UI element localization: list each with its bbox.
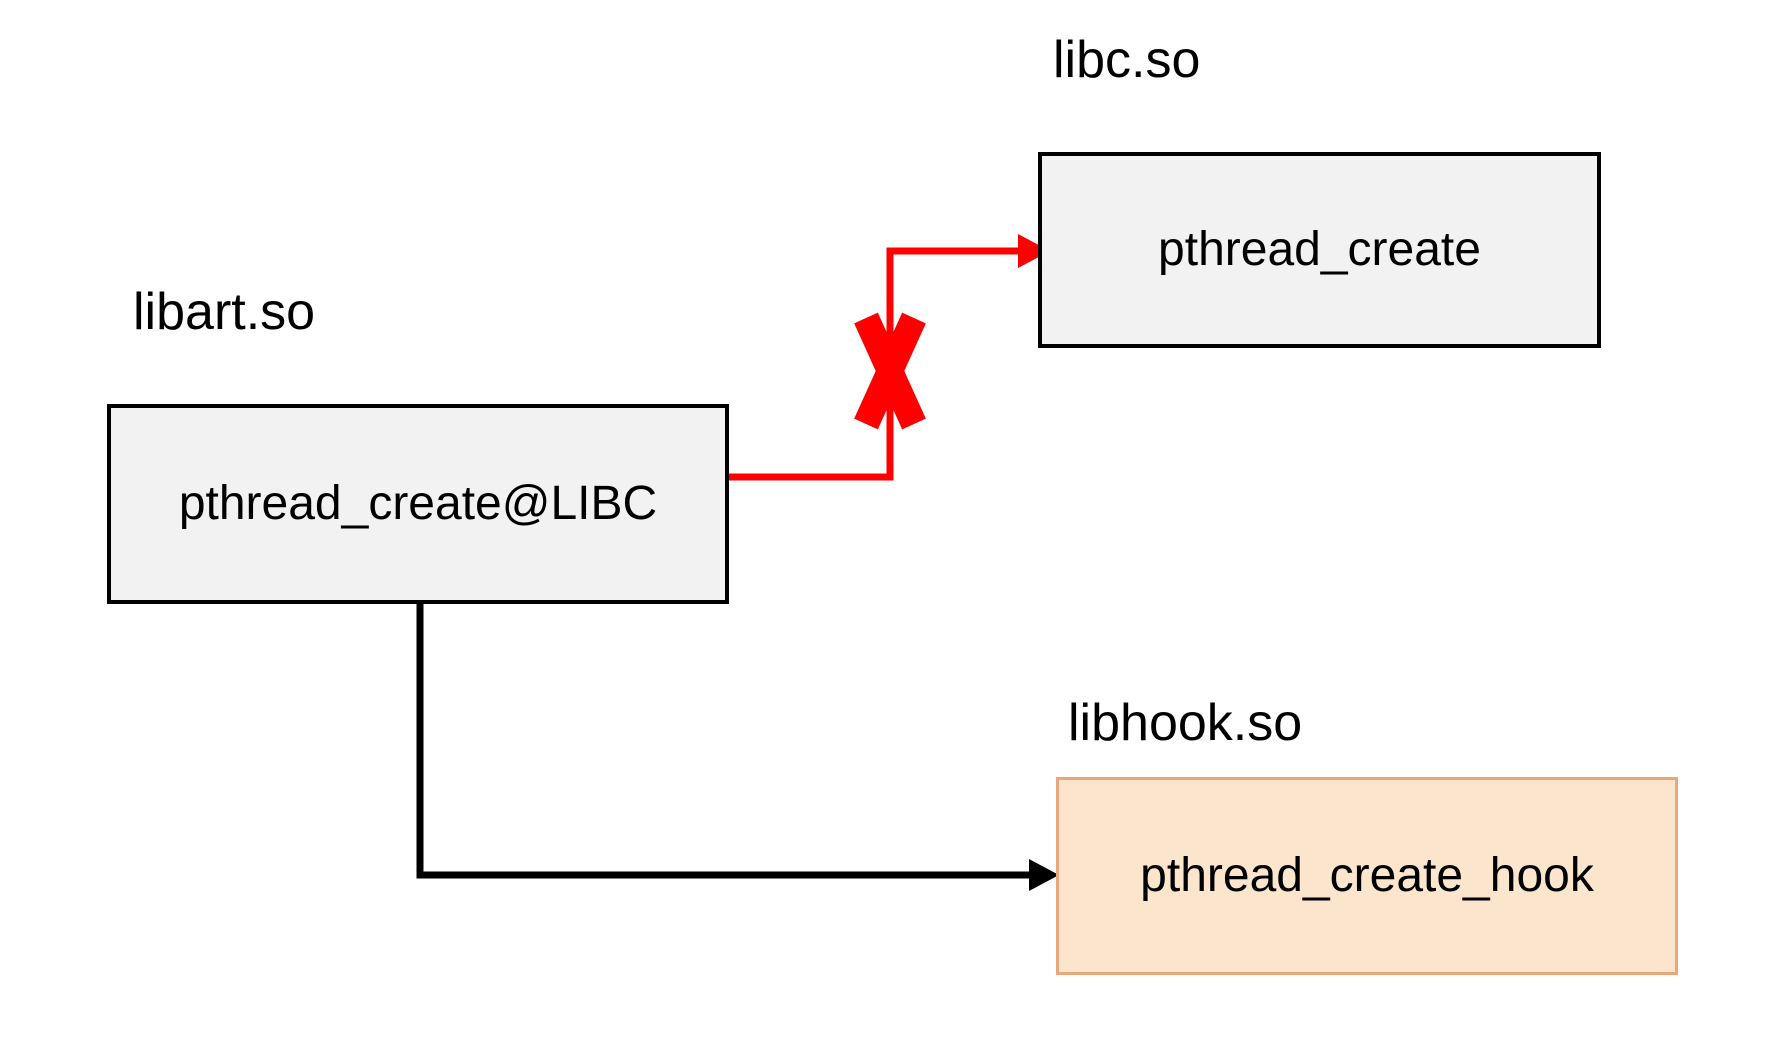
node-libart-symbol-text: pthread_create@LIBC: [178, 477, 658, 530]
module-label-libhook: libhook.so: [1068, 694, 1303, 752]
node-libc-symbol-text: pthread_create: [1158, 223, 1481, 276]
node-libhook-symbol-text: pthread_create_hook: [1140, 849, 1594, 902]
edge-libart-to-libhook-line: [416, 604, 1040, 879]
node-libc-pthread-create[interactable]: pthread_create: [1038, 152, 1601, 348]
edge-libart-to-libhook-arrowhead: [1029, 859, 1059, 891]
node-libhook-pthread-create-hook[interactable]: pthread_create_hook: [1056, 777, 1678, 975]
module-label-libc: libc.so: [1053, 31, 1201, 89]
edge-libart-to-libc-line: [729, 247, 1030, 481]
red-x-icon: [854, 312, 926, 430]
edge-libart-to-libc: [729, 234, 1050, 481]
node-libart-pthread-create-libc[interactable]: pthread_create@LIBC: [107, 404, 729, 604]
edge-libart-to-libhook: [416, 604, 1059, 891]
module-label-libart: libart.so: [133, 283, 316, 341]
